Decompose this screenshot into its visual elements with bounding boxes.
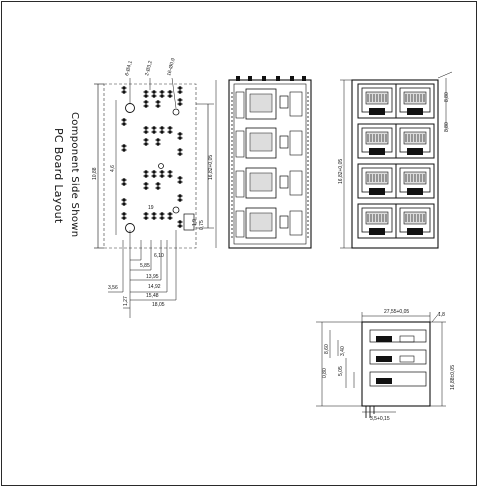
port-6 xyxy=(395,163,435,199)
dim-port-top-a: 8,80 xyxy=(444,92,450,102)
dim-side-h4: 0,80 xyxy=(322,368,328,378)
port-2 xyxy=(395,83,435,119)
dim-side-bottom: 3,5+0,15 xyxy=(370,416,390,422)
dim-pcb-b3: 13,95 xyxy=(146,274,159,280)
dim-pcb-mid: 4,6 xyxy=(110,165,116,172)
dim-pcb-b6: 18,05 xyxy=(152,302,165,308)
pcb-dimension-labels: 6-Ø4,1 2-Ø3,2 16-Ø0,9 10,88 4,6 16,82+0,… xyxy=(92,57,214,308)
dim-front-height: 16,82+0,05 xyxy=(338,159,344,184)
dim-pcb-b5: 15,48 xyxy=(146,293,159,299)
dim-side-h3: 5,05 xyxy=(338,366,344,376)
caption-title: PC Board Layout xyxy=(52,128,65,224)
dim-pcb-top-c: 16-Ø0,9 xyxy=(166,57,177,76)
dim-pcb-b8: 1,27 xyxy=(123,296,129,306)
dim-pcb-b1: 6,10 xyxy=(154,253,164,259)
front-connector-row-2 xyxy=(235,127,303,159)
side-view: 27,55+0,05 1,8 8,60 3,40 5,05 0,80 16,88… xyxy=(316,309,456,422)
front-view xyxy=(215,76,312,249)
dim-side-thick: 1,8 xyxy=(438,312,445,318)
dim-pcb-b4: 14,92 xyxy=(148,284,161,290)
dim-pcb-small-1: 1,9 xyxy=(192,219,198,226)
port-8 xyxy=(395,203,435,239)
dim-side-h1: 8,60 xyxy=(324,344,330,354)
dim-pcb-width-right: 16,82+0,05 xyxy=(208,155,214,180)
port-5 xyxy=(357,163,397,199)
port-4 xyxy=(395,123,435,159)
dim-pcb-small-2: 0,75 xyxy=(199,220,205,230)
port-1 xyxy=(357,83,397,119)
dim-side-h5: 16,88±0,05 xyxy=(450,365,456,390)
port-7 xyxy=(357,203,397,239)
dim-pcb-row-spacing: 19 xyxy=(148,205,154,211)
dim-side-h2: 3,40 xyxy=(340,346,346,356)
caption-subtitle: Component Side Shown xyxy=(69,112,80,238)
port-3 xyxy=(357,123,397,159)
dim-pcb-top-b: 2-Ø3,2 xyxy=(144,60,154,77)
front-connector-row-3 xyxy=(235,167,303,199)
dim-pcb-height: 10,88 xyxy=(92,167,98,180)
front-connector-row-1 xyxy=(235,88,303,120)
front-connector-row-4 xyxy=(235,207,303,239)
port-view: 16,82+0,05 8,80 8,80 xyxy=(338,71,453,249)
dim-pcb-b7: 3,56 xyxy=(108,285,118,291)
dim-pcb-b2: 5,85 xyxy=(140,263,150,269)
dim-side-width: 27,55+0,05 xyxy=(384,309,409,315)
drawing-frame xyxy=(1,1,477,486)
dim-pcb-top-a: 6-Ø4,1 xyxy=(124,60,134,77)
dim-port-top-b: 8,80 xyxy=(444,122,450,132)
pcb-layout-view xyxy=(94,77,214,318)
